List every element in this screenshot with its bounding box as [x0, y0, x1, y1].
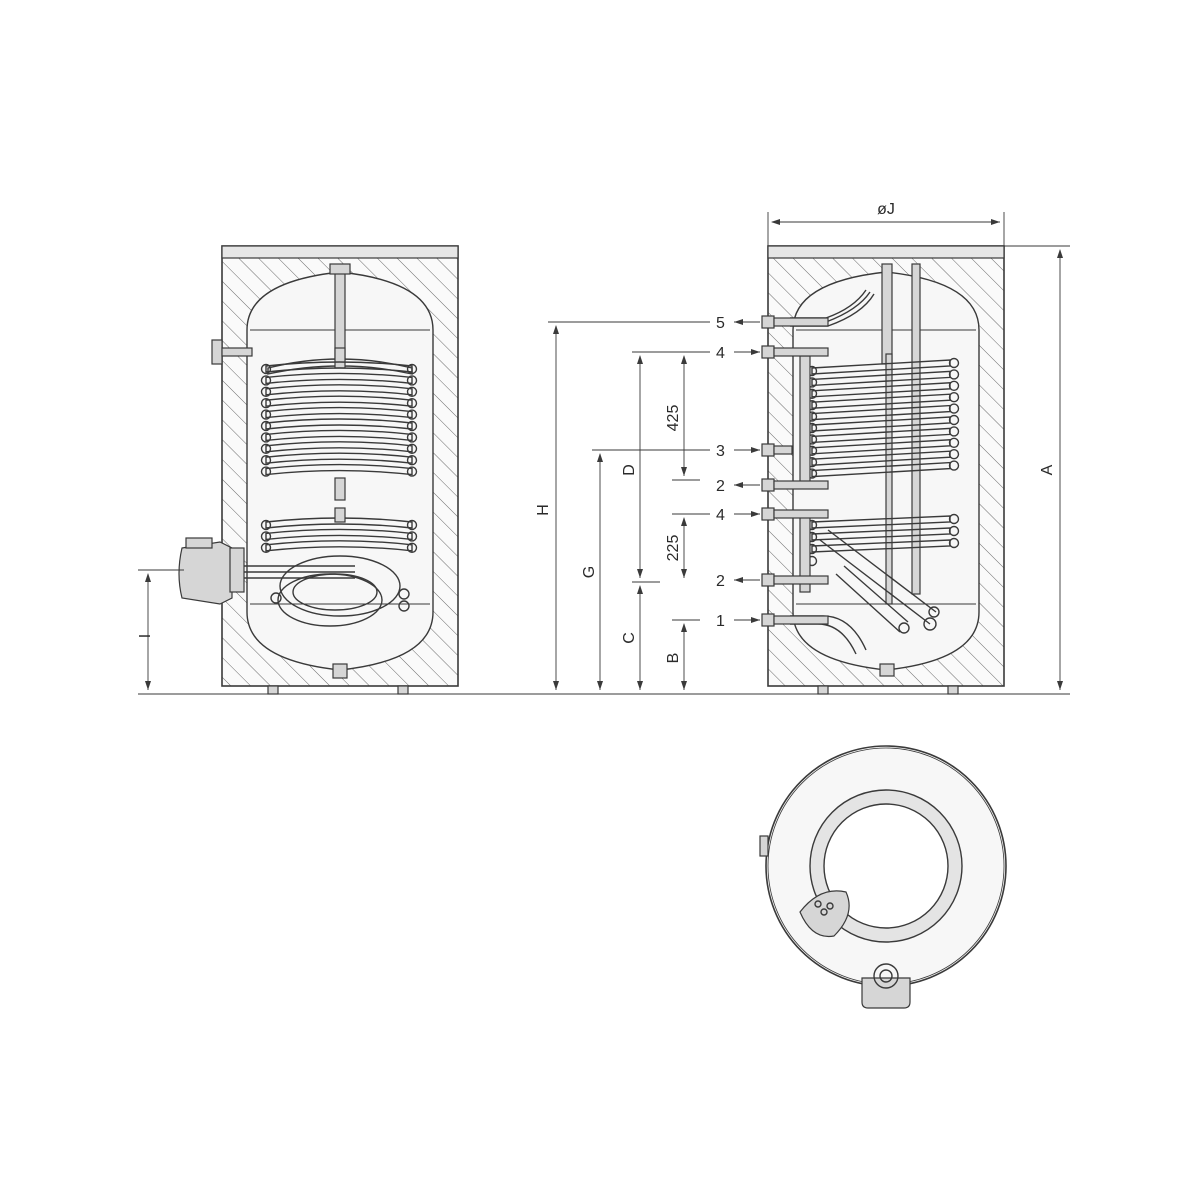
- coil-tube-end: [260, 542, 272, 553]
- coil-turn: [265, 361, 413, 373]
- connection-number-5: 5: [716, 315, 725, 332]
- coil-turn: [265, 441, 413, 453]
- connection-number-4: 4: [716, 507, 725, 524]
- coil-tube-end: [406, 443, 418, 454]
- coil-tube-end: [406, 432, 418, 443]
- coil-tube-end: [948, 437, 960, 448]
- coil-tube-end: [406, 531, 418, 542]
- coil-tube-end: [948, 403, 960, 414]
- coil-tube-end: [948, 525, 960, 537]
- coil-tube-end: [406, 466, 418, 477]
- connection-number-4: 4: [716, 345, 725, 362]
- diameter-j-label: øJ: [877, 201, 895, 218]
- coil-tube-end: [948, 460, 960, 471]
- coil-tube-end: [948, 426, 960, 437]
- coil-turn: [265, 528, 413, 541]
- connection-stub: [761, 315, 775, 329]
- coil-tube-end: [406, 542, 418, 553]
- top-view: [759, 745, 1007, 1009]
- connection-labels: 5 4 3 2 4 2 1: [716, 315, 760, 630]
- coil-tube-end: [406, 409, 418, 420]
- coil-tube-end: [260, 466, 272, 477]
- coil-tube-end: [260, 363, 272, 375]
- connection-stub: [761, 613, 775, 627]
- connection-pipe: [773, 347, 829, 357]
- connection-pipe: [773, 480, 829, 490]
- coil-tube-end: [260, 432, 272, 443]
- right-section-view: 5 4 3 2 4 2 1 øJ A H G D C 425: [535, 201, 1070, 695]
- coil-turn: [265, 418, 413, 430]
- coil-tube-end: [948, 449, 960, 460]
- coil-tube-end: [406, 375, 418, 386]
- connection-stub: [761, 507, 775, 521]
- connection-stubs: [761, 315, 829, 627]
- connection-pipe: [773, 317, 829, 327]
- upper-coil-spacing-label: 425: [665, 405, 682, 432]
- coil-turn: [265, 517, 413, 529]
- coil-turn: [265, 452, 413, 464]
- dimension-c-label: C: [621, 632, 638, 644]
- dimension-a-label: A: [1039, 464, 1056, 475]
- coil-tube-end: [260, 519, 272, 531]
- upper-coil-turns: [260, 361, 418, 477]
- connection-number-3: 3: [716, 443, 725, 460]
- coil-tube-end: [948, 537, 960, 549]
- dimension-d-label: D: [621, 464, 638, 476]
- coil-tube-end: [260, 375, 272, 386]
- coil-tube-end: [948, 513, 960, 525]
- left-section-view: I: [137, 245, 540, 695]
- coil-turn: [265, 395, 413, 407]
- connection-number-2: 2: [716, 478, 725, 495]
- coil-tube-end: [406, 398, 418, 409]
- coil-tube-end: [260, 443, 272, 454]
- dimension-b-label: B: [665, 653, 682, 664]
- coil-tube-end: [406, 386, 418, 397]
- coil-tube-end: [260, 420, 272, 432]
- connection-pipe: [773, 575, 829, 585]
- connection-stub: [761, 573, 775, 587]
- coil-turn: [265, 540, 413, 552]
- coil-tube-end: [260, 386, 272, 397]
- coil-turn: [265, 463, 413, 476]
- lower-coil-turns: [260, 517, 418, 553]
- connection-pipe: [773, 615, 829, 625]
- coil-turn: [265, 406, 413, 419]
- electric-heater-element: [178, 537, 410, 627]
- coil-turn: [265, 372, 413, 385]
- coil-tube-end: [948, 357, 960, 369]
- connection-pipe: [773, 509, 829, 519]
- coil-tube-end: [948, 414, 960, 426]
- dimension-h-label: H: [535, 504, 552, 516]
- lower-coil-front-turns: [799, 511, 960, 593]
- coil-tube-end: [948, 369, 960, 380]
- coil-turn: [265, 429, 413, 442]
- coil-tube-end: [406, 519, 418, 531]
- connection-stub: [761, 443, 775, 457]
- connection-stub: [761, 478, 775, 492]
- coil-tube-end: [260, 409, 272, 420]
- dimension-g-label: G: [581, 566, 598, 578]
- connection-number-2: 2: [716, 573, 725, 590]
- connection-pipe: [773, 445, 793, 455]
- connection-number-1: 1: [716, 613, 725, 630]
- connection-stub: [761, 345, 775, 359]
- coil-tube-end: [406, 363, 418, 375]
- coil-tube-end: [260, 531, 272, 542]
- coil-tube-end: [948, 380, 960, 391]
- coil-manifold: [799, 355, 811, 487]
- coil-turn: [265, 384, 413, 396]
- dimension-i-label: I: [137, 634, 154, 638]
- coil-tube-end: [260, 455, 272, 466]
- coil-tube-end: [260, 398, 272, 409]
- coil-tube-end: [406, 455, 418, 466]
- lower-coil-spacing-label: 225: [665, 535, 682, 562]
- coil-tube-end: [948, 392, 960, 403]
- coil-tube-end: [406, 420, 418, 432]
